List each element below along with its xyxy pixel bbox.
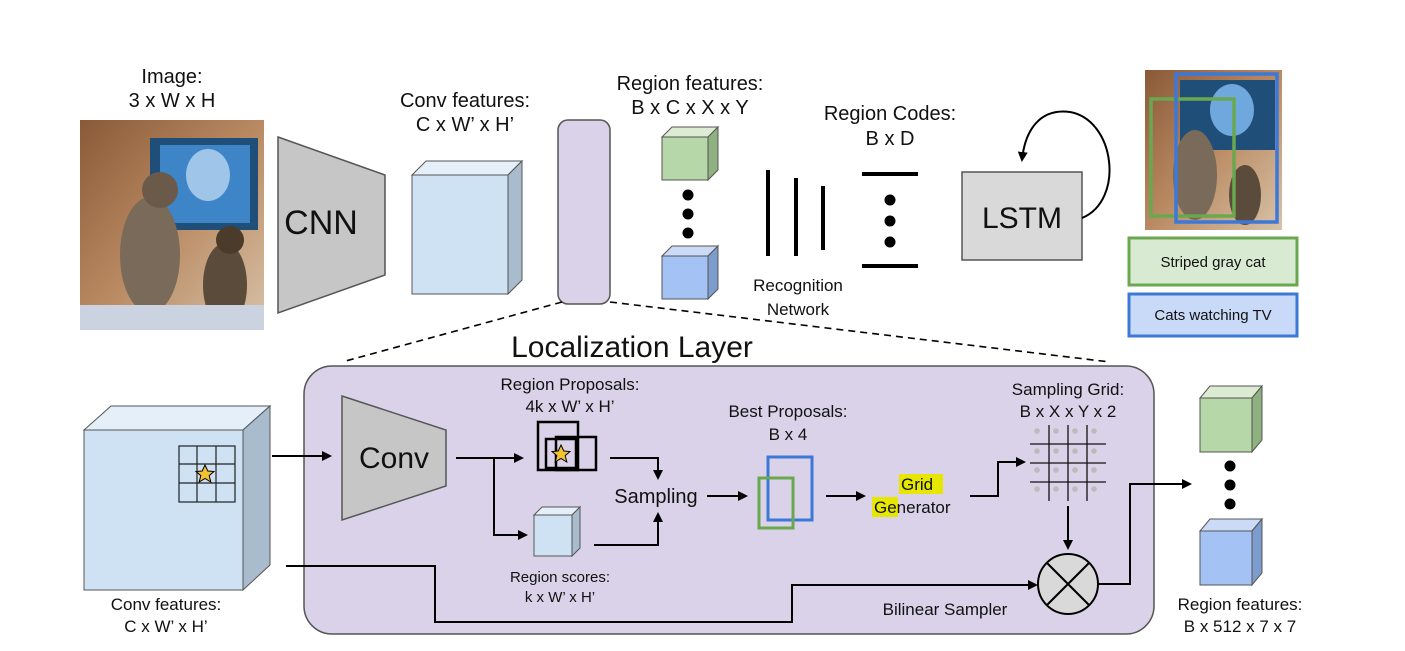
cnn-label: CNN (284, 204, 358, 242)
top-conv-features-cube (410, 159, 524, 296)
sampling-label: Sampling (614, 486, 697, 508)
caption-green-text: Striped gray cat (1160, 254, 1266, 271)
bottom-region-features-label: Region features: (1178, 595, 1303, 614)
lstm-label: LSTM (982, 202, 1062, 235)
grid-generator-line2: Generator (874, 498, 951, 517)
arrow-proposals-to-sampling (610, 457, 663, 480)
bottom-region-feature-cube-blue (1198, 517, 1264, 587)
sampling-grid-label: Sampling Grid: (1012, 380, 1124, 399)
recognition-network-lines (766, 170, 825, 256)
top-region-ellipsis (682, 189, 694, 239)
arrow-grid-to-sampling-grid (970, 457, 1026, 497)
region-scores-cube (532, 505, 582, 558)
input-image (80, 120, 264, 330)
lstm-block (961, 171, 1083, 261)
feature-grid (178, 445, 236, 503)
arrow-sampler-to-output (1098, 479, 1192, 585)
top-region-features-dims: B x C x X x Y (631, 97, 748, 119)
region-codes-label: Region Codes: (824, 103, 956, 125)
bilinear-sampler-label: Bilinear Sampler (883, 600, 1008, 619)
loc-conv-block (341, 394, 447, 522)
region-scores-label: Region scores: (510, 569, 610, 586)
loc-conv-label: Conv (359, 442, 429, 475)
grid-highlight-1 (899, 474, 943, 494)
region-proposals-boxes (536, 420, 598, 472)
bottom-region-ellipsis (1224, 460, 1236, 510)
zoom-line-left (341, 301, 563, 363)
arrow-features-to-sampler (286, 565, 1038, 623)
caption-box-blue (1127, 292, 1299, 338)
region-codes-dims: B x D (866, 128, 915, 150)
top-conv-features-dims: C x W’ x H’ (416, 114, 514, 136)
arrow-scores-to-sampling (594, 512, 663, 546)
caption-box-green (1127, 236, 1299, 287)
top-conv-features-label: Conv features: (400, 90, 530, 112)
recognition-network-label: Recognition (753, 276, 843, 295)
bottom-conv-features-cube (82, 404, 272, 592)
top-region-feature-cube-green (660, 125, 720, 182)
caption-blue-text: Cats watching TV (1154, 307, 1271, 324)
best-proposals-dims: B x 4 (769, 425, 808, 444)
localization-layer-title: Localization Layer (511, 331, 753, 364)
grid-highlight-2 (872, 497, 898, 517)
sampling-grid (1030, 425, 1106, 501)
output-box-blue (1174, 72, 1279, 224)
sampling-grid-dims: B x X x Y x 2 (1020, 402, 1117, 421)
top-region-features-label: Region features: (617, 73, 764, 95)
bottom-region-feature-cube-green (1198, 384, 1264, 454)
lstm-loop-arrow (1017, 110, 1111, 219)
best-proposals-label: Best Proposals: (728, 402, 847, 421)
star-icon (194, 463, 216, 484)
arrow-conv-to-scores (493, 458, 528, 540)
best-proposal-box-blue (766, 455, 814, 522)
region-scores-dims: k x W’ x H’ (525, 589, 595, 606)
region-codes-symbol (862, 172, 918, 268)
bilinear-sampler-node (1037, 553, 1099, 615)
region-proposals-dims: 4k x W’ x H’ (525, 397, 614, 416)
image-dims: 3 x W x H (129, 90, 216, 112)
output-box-green (1149, 97, 1236, 218)
image-label: Image: (141, 66, 202, 88)
bottom-conv-features-dims: C x W’ x H’ (124, 617, 207, 636)
proposal-star-icon (550, 443, 572, 464)
region-proposals-label: Region Proposals: (501, 375, 640, 394)
bottom-region-features-dims: B x 512 x 7 x 7 (1184, 617, 1296, 636)
output-image (1145, 70, 1282, 230)
recognition-network-label-2: Network (767, 300, 830, 319)
bottom-conv-features-label: Conv features: (111, 595, 222, 614)
localization-layer-panel (303, 365, 1155, 635)
localization-layer-bar (557, 119, 611, 305)
top-region-feature-cube-blue (660, 244, 720, 301)
cnn-block (277, 135, 386, 315)
best-proposal-box-green (757, 476, 795, 530)
grid-generator-line1: Grid (901, 475, 933, 494)
